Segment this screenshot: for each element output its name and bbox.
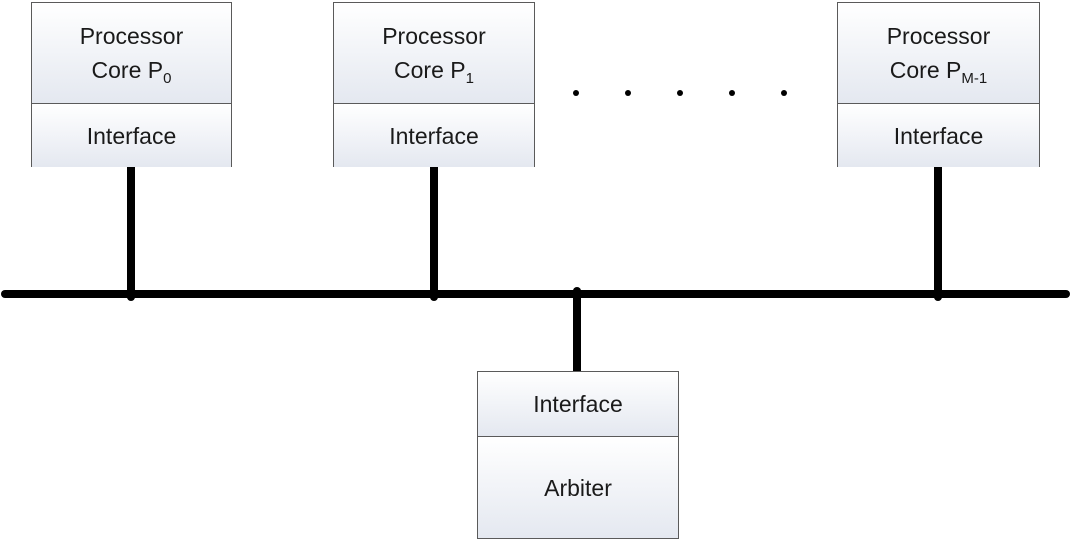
ellipsis-dot xyxy=(677,90,683,96)
processor-block-p1: Processor Core P1 Interface xyxy=(333,2,535,167)
processor-core-label: Processor xyxy=(382,23,486,49)
arbiter-block: Interface Arbiter xyxy=(477,371,679,539)
ellipsis-dot xyxy=(573,90,579,96)
processor-core-name: Core P xyxy=(91,57,164,83)
ellipsis-dot xyxy=(729,90,735,96)
interface-label: Interface xyxy=(389,122,479,149)
arbiter-core: Arbiter xyxy=(478,436,678,538)
interface-p1: Interface xyxy=(334,103,534,167)
arbiter-label: Arbiter xyxy=(544,474,612,501)
ellipsis-dot xyxy=(781,90,787,96)
processor-core-p1: Processor Core P1 xyxy=(334,3,534,103)
processor-core-name: Core P xyxy=(889,57,962,83)
interface-label: Interface xyxy=(533,391,623,417)
interface-label: Interface xyxy=(86,122,177,149)
ellipsis-dots xyxy=(573,90,787,96)
arbiter-interface: Interface xyxy=(478,372,678,436)
processor-core-pm1: Processor Core PM-1 xyxy=(838,3,1039,103)
processor-block-pm1: Processor Core PM-1 Interface xyxy=(837,2,1040,167)
interface-pm1: Interface xyxy=(838,103,1039,167)
processor-core-subscript: 1 xyxy=(465,70,474,87)
processor-block-p0: Processor Core P0 Interface xyxy=(31,2,232,167)
processor-core-label: Processor xyxy=(79,23,184,49)
processor-core-subscript: 0 xyxy=(163,70,172,87)
interface-p0: Interface xyxy=(32,103,231,167)
interface-label: Interface xyxy=(893,122,984,149)
processor-core-subscript: M-1 xyxy=(961,70,988,87)
ellipsis-dot xyxy=(625,90,631,96)
processor-core-label: Processor xyxy=(886,23,991,49)
processor-core-p0: Processor Core P0 xyxy=(32,3,231,103)
processor-core-name: Core P xyxy=(394,57,466,83)
